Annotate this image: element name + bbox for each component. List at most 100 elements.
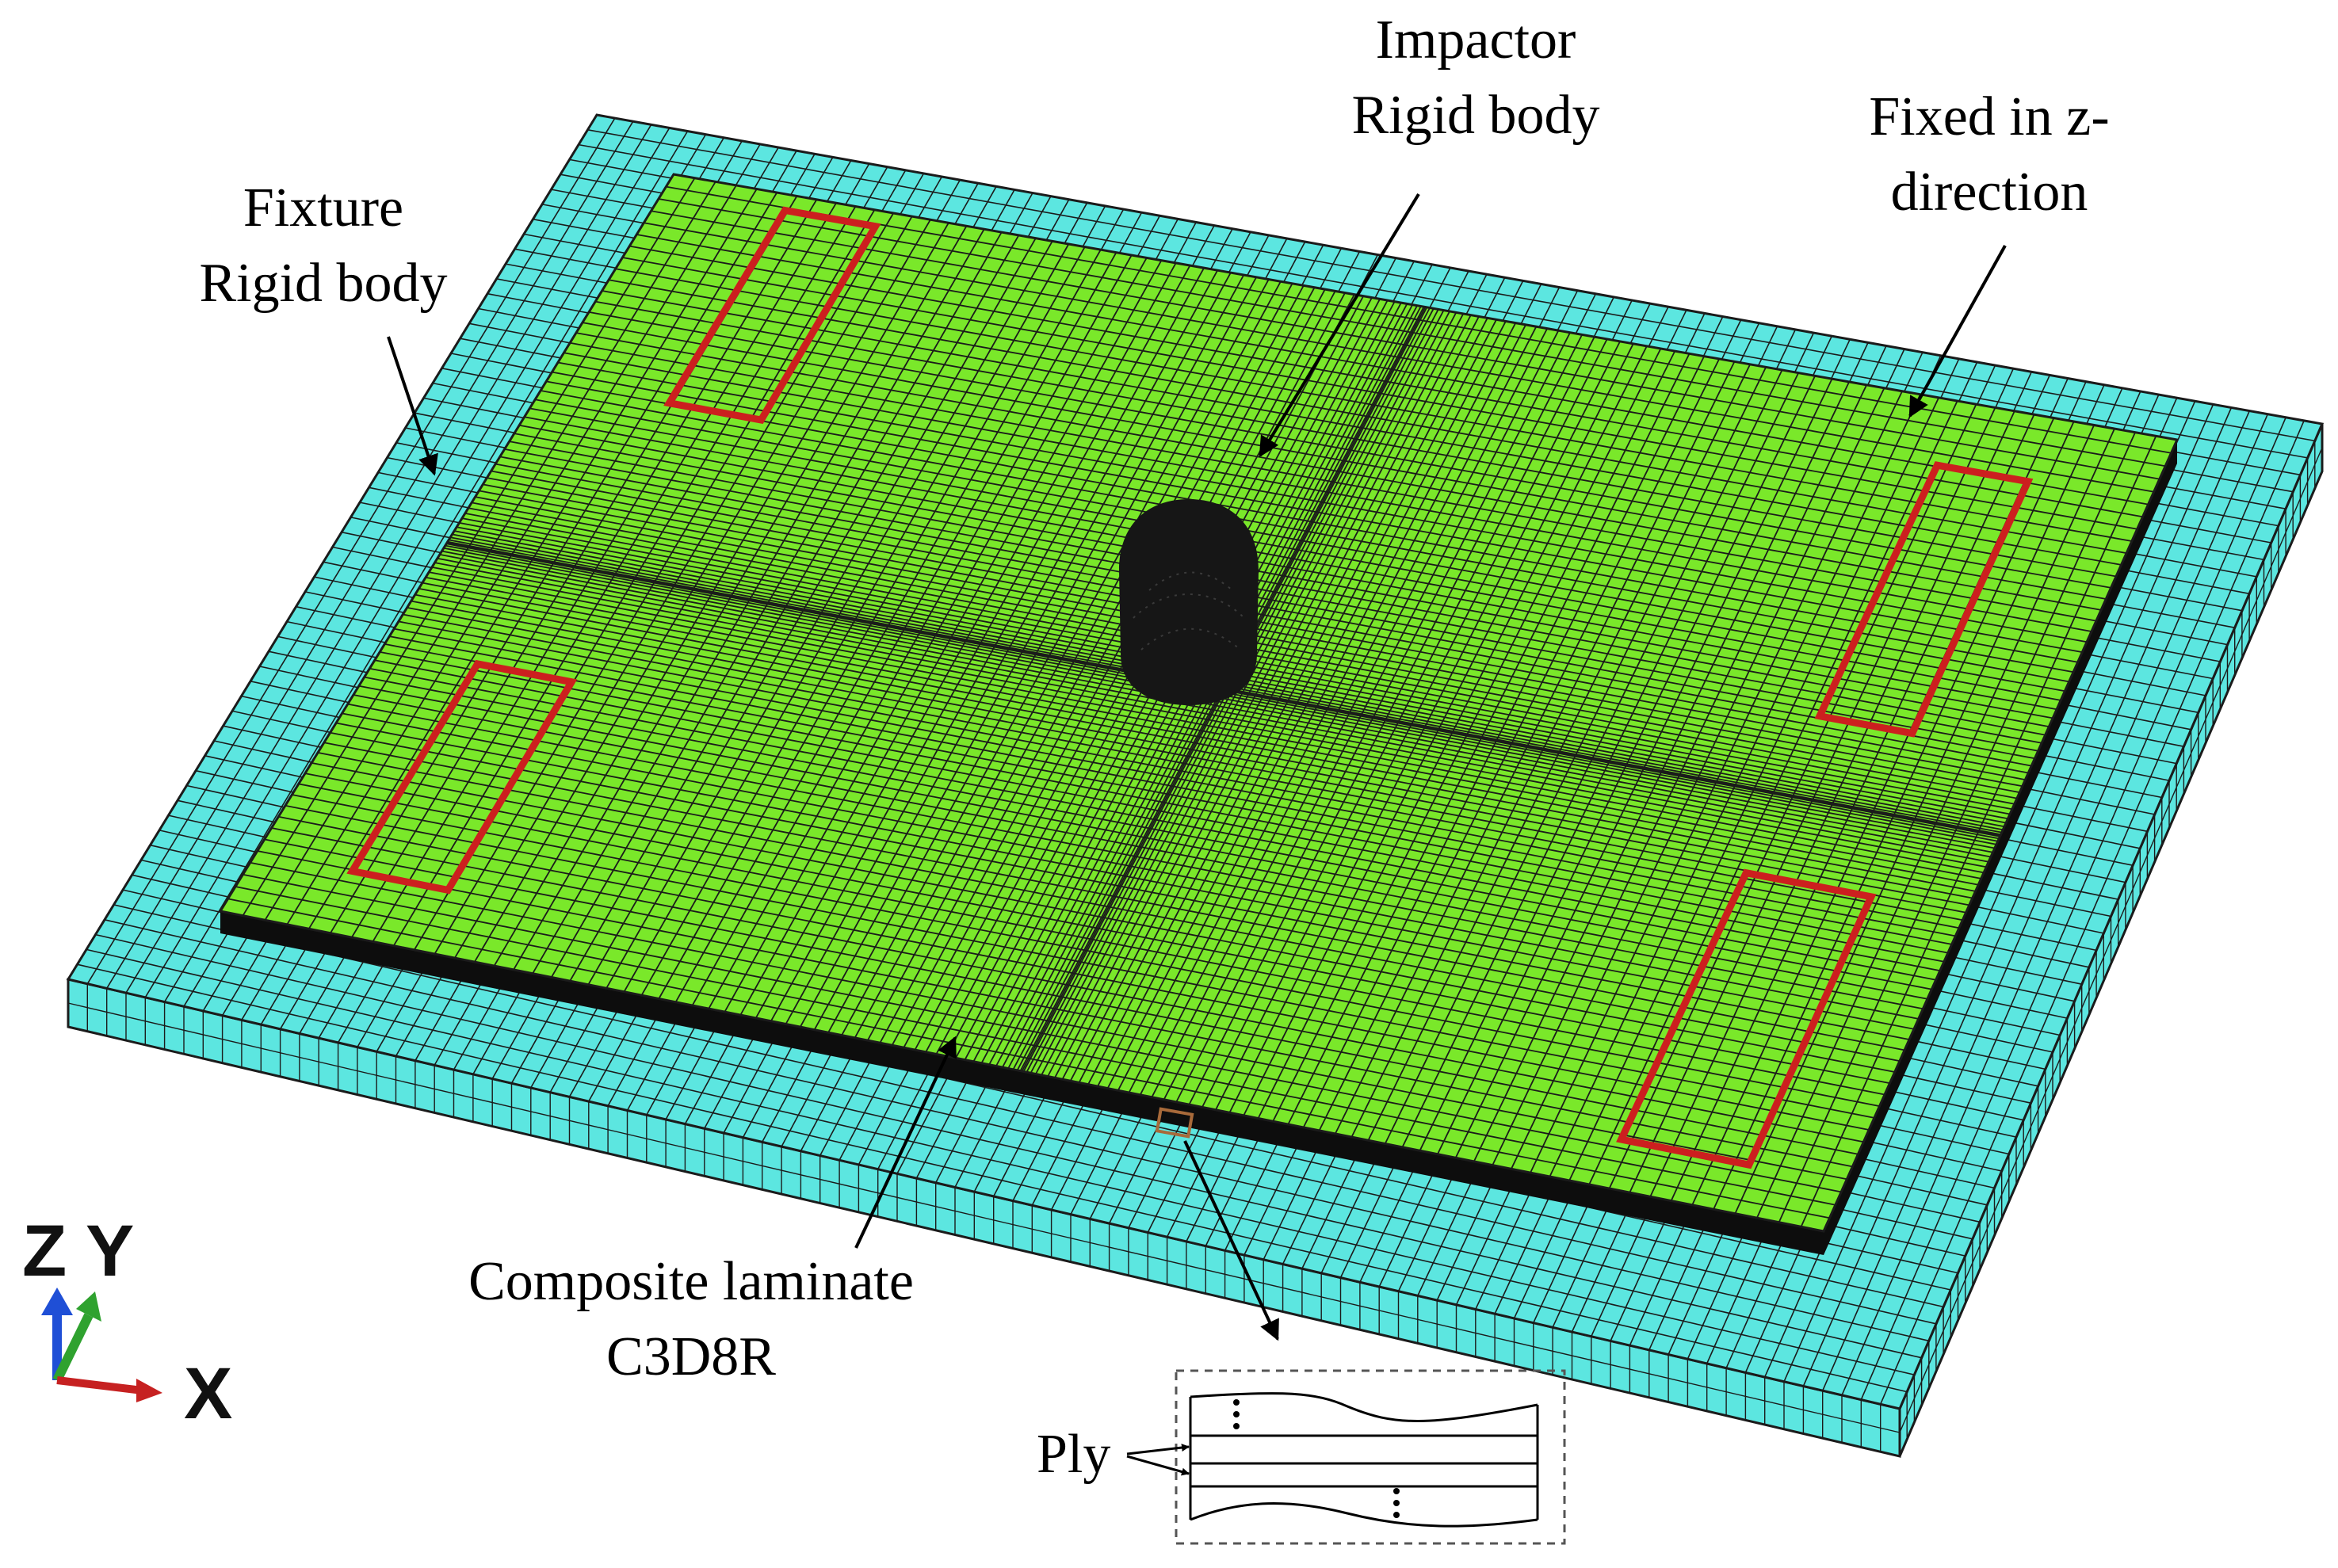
laminate-mesh-line [311,762,1895,1073]
laminate-mesh-line [499,456,2042,744]
laminate-mesh-line [534,399,2069,683]
ply-inset-frame [1175,1369,1566,1545]
axis-label-x: X [184,1353,232,1434]
laminate-mesh-line [529,407,2065,692]
laminate-mesh-line [243,873,1842,1193]
laminate-mesh-line [582,322,2107,600]
laminate-mesh-line [358,685,1932,990]
laminate-mesh-line [398,620,1963,921]
laminate-mesh-line [509,441,2050,727]
laminate-mesh-line [317,752,1901,1062]
fixture-mesh-line [1899,447,2323,1433]
ply-label: Ply [1037,1424,1110,1485]
laminate-mesh-line [411,600,1973,899]
laminate-mesh-line [353,694,1928,1000]
laminate-mesh-line [495,463,2038,752]
laminate-mesh-line [347,703,1924,1010]
laminate-mesh [227,177,2172,1227]
impactor [1119,499,1259,705]
laminate-mesh-line [434,562,1992,858]
laminate-mesh-line [431,567,1989,863]
laminate-mesh-line [264,838,1859,1155]
laminate-mesh-line [552,371,2083,653]
laminate-mesh-line [335,722,1915,1030]
laminate-mesh-line [250,861,1847,1181]
laminate-mesh-line [644,222,2154,493]
laminate-mesh-line [588,311,2111,589]
ply-top-boundary [1190,1392,1538,1422]
laminate-mesh-line [227,898,1830,1219]
impactor-label-line2: Rigid body [1351,85,1599,146]
impactor-body [1119,499,1259,705]
fixed-z-constraint-box [1616,868,1877,1169]
laminate-mesh-line [298,783,1885,1096]
leader-lines [387,193,2007,1341]
laminate-mesh-line [563,352,2092,632]
laminate-mesh-line [380,651,1949,954]
laminate-mesh-line [629,245,2143,518]
ply-bottom-boundary [1190,1502,1538,1528]
laminate-mesh-line [414,593,1976,892]
axis-y-arrow [52,1313,94,1383]
laminate-mesh-line [323,742,1905,1051]
fixed-z-label-line2: direction [1891,162,2088,223]
laminate-mesh-line [418,588,1979,886]
ply-arrow-lower [1126,1455,1190,1476]
fixed-z-constraint-box [346,659,578,895]
fixture-mesh-line [587,129,2315,442]
annotation-labels: Fixture Rigid body Impactor Rigid body F… [199,10,2109,1485]
fixed-z-constraint-box [1814,461,2034,738]
ply-detail-marker [1155,1107,1194,1139]
fixture-label-line1: Fixture [243,177,403,238]
impactor-leader [1259,193,1420,458]
laminate-mesh-line [364,676,1936,981]
laminate-mesh-line [524,416,2061,701]
axis-x-arrow [56,1376,143,1394]
laminate-mesh-line [369,667,1940,971]
laminate-mesh-line [257,850,1853,1168]
laminate-mesh-line [271,827,1864,1143]
impactor-label-line1: Impactor [1376,10,1576,71]
laminate-mesh-line [285,804,1875,1119]
laminate-mesh-line [636,234,2149,505]
laminate-mesh-line [407,607,1969,906]
axis-label-y: Y [86,1211,134,1291]
laminate-mesh-line [487,477,2032,767]
laminate-mesh-line [342,712,1919,1020]
laminate-mesh-line [575,332,2102,611]
laminate-mesh-line [622,257,2137,530]
laminate-mesh-line [658,198,2166,467]
ply-detail-leader [1183,1140,1279,1341]
laminate-mesh-line [403,613,1966,914]
laminate-side-right [1824,440,2177,1255]
fixture-label-line2: Rigid body [199,253,447,314]
laminate-mesh-line [384,643,1952,945]
laminate-mesh-line [330,731,1910,1040]
laminate-side-front [220,911,1824,1255]
fixed-z-label-line1: Fixed in z- [1869,86,2109,147]
laminate-mesh-line [602,290,2122,566]
laminate-mesh-line [540,390,2074,673]
laminate-mesh-line [437,557,1993,853]
ply-inset [1126,1369,1566,1545]
laminate-mesh-line [651,210,2160,480]
laminate-mesh-line [615,268,2132,542]
fixture-mesh-line [95,933,1922,1359]
fixture-leader [387,336,438,476]
laminate-mesh-line [491,470,2035,760]
laminate-mesh-line [595,300,2117,578]
fixture-mesh-line [86,948,1915,1375]
laminate-mesh-line [422,582,1981,879]
fixture-mesh-line [113,904,1937,1325]
laminate-mesh-line [429,571,1987,868]
laminate-mesh-line [235,886,1836,1206]
laminate-mesh-line [278,815,1870,1131]
laminate-mesh-line [374,659,1945,963]
ply-arrow-upper [1126,1444,1190,1455]
laminate-mesh-line [519,424,2057,711]
fixture-mesh-line [67,1002,1901,1433]
axis-label-z: Z [22,1211,67,1291]
laminate-mesh-line [394,628,1960,929]
laminate-mesh-line [389,635,1956,937]
